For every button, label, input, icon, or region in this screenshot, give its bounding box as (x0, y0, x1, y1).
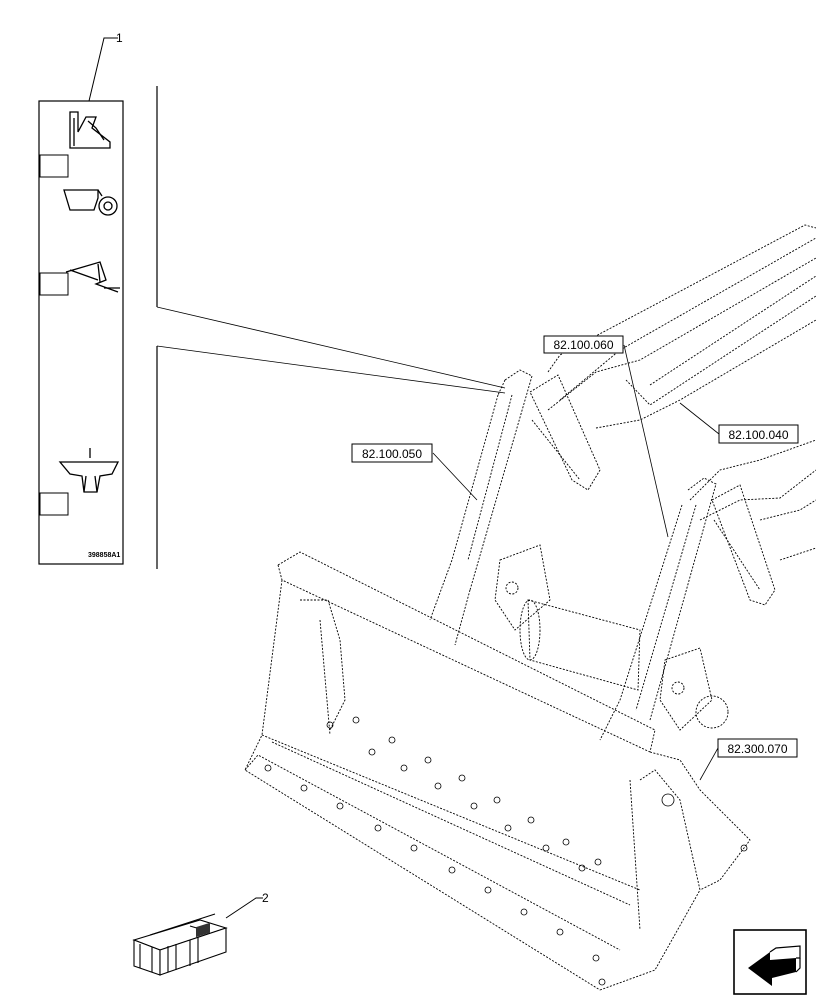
previous-arrow-icon[interactable] (733, 929, 807, 995)
bucket-arm-icon (65, 261, 120, 293)
decal-code: 398858A1 (88, 552, 120, 559)
callout-1: 1 (88, 31, 123, 102)
decal-box (39, 154, 69, 178)
decal-box (39, 272, 69, 296)
ref-82-100-040: 82.100.040 (679, 402, 799, 444)
bucket-bolts (264, 716, 748, 986)
loader-boom-icon (69, 111, 111, 149)
loader-assembly (244, 224, 816, 991)
callout-label-2: 2 (262, 891, 269, 905)
bucket-wheel-icon (63, 189, 118, 216)
decal-box (39, 492, 69, 516)
ref-label: 82.100.060 (553, 338, 613, 352)
leader-line (156, 345, 506, 394)
callout-label-1: 1 (116, 31, 123, 45)
ref-82-100-060: 82.100.060 (543, 335, 669, 538)
fork-tool-icon (58, 448, 120, 493)
leader-line (156, 306, 506, 389)
ref-82-300-070: 82.300.070 (699, 738, 798, 781)
ref-label: 82.100.050 (362, 447, 422, 461)
decal-strip: 398858A1 (38, 100, 124, 565)
callout-2: 2 (225, 891, 269, 919)
ref-label: 82.100.040 (728, 428, 788, 442)
shipping-crate-icon (132, 913, 228, 976)
ref-82-100-050: 82.100.050 (351, 443, 478, 501)
ref-label: 82.300.070 (727, 742, 787, 756)
